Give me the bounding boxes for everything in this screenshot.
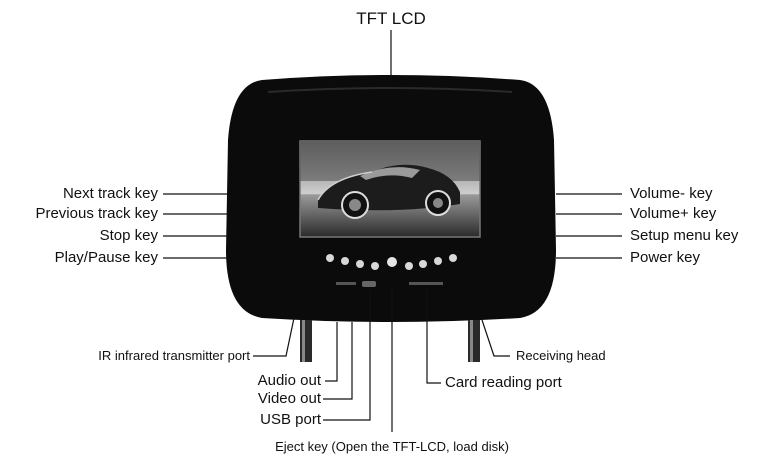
label-eject-key: Eject key (Open the TFT-LCD, load disk) <box>275 439 509 454</box>
button-icon[interactable] <box>356 260 364 268</box>
label-next-track-key: Next track key <box>62 185 158 202</box>
button-icon[interactable] <box>419 260 427 268</box>
button-icon[interactable] <box>449 254 457 262</box>
label-stop-key: Stop key <box>99 227 158 244</box>
label-receiving-head: Receiving head <box>516 348 606 363</box>
label-card-reading-port: Card reading port <box>445 374 562 391</box>
label-usb-port: USB port <box>260 411 321 428</box>
label-ir-transmitter-port: IR infrared transmitter port <box>98 348 250 363</box>
callout-lines <box>163 30 622 432</box>
label-video-out: Video out <box>257 390 321 407</box>
button-icon[interactable] <box>341 257 349 265</box>
title-label: TFT LCD <box>356 9 426 28</box>
label-setup-menu-key: Setup menu key <box>630 227 739 244</box>
label-volume-minus-key: Volume- key <box>630 185 713 202</box>
label-volume-plus-key: Volume+ key <box>630 205 717 222</box>
button-icon[interactable] <box>371 262 379 270</box>
label-audio-out: Audio out <box>257 372 321 389</box>
sports-car-image <box>299 140 481 238</box>
button-icon[interactable] <box>434 257 442 265</box>
label-previous-track-key: Previous track key <box>35 205 158 222</box>
label-play-pause-key: Play/Pause key <box>54 249 158 266</box>
label-power-key: Power key <box>630 249 701 266</box>
headrest-posts <box>300 320 480 362</box>
button-icon[interactable] <box>326 254 334 262</box>
button-icon[interactable] <box>405 262 413 270</box>
control-buttons <box>326 254 457 287</box>
button-icon[interactable] <box>387 257 397 267</box>
